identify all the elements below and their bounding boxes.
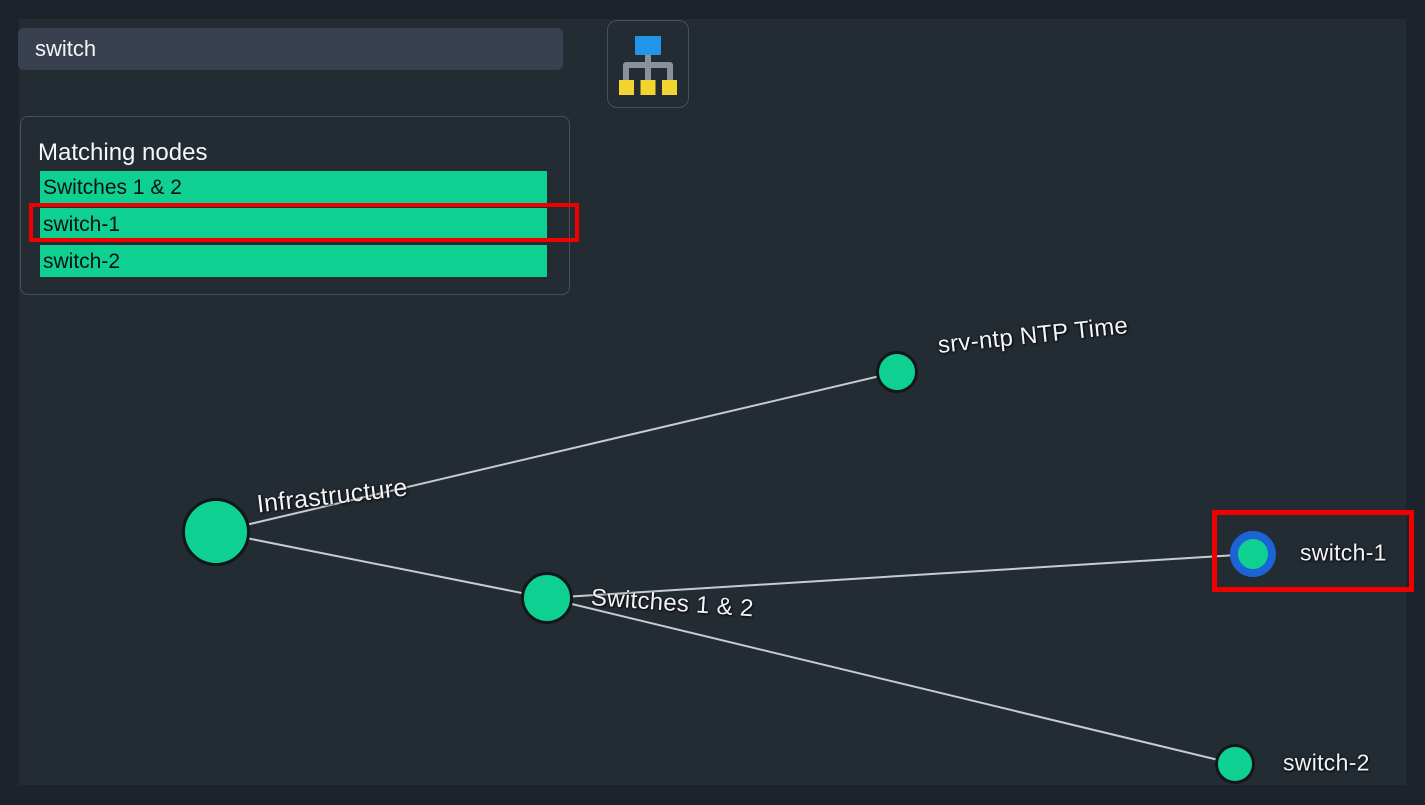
node-search-input[interactable] — [18, 28, 563, 70]
node-label-switch-1: switch-1 — [1300, 539, 1387, 566]
node-label-switch-2: switch-2 — [1283, 749, 1370, 776]
matching-nodes-panel: Matching nodes Switches 1 & 2 switch-1 swi… — [20, 116, 570, 295]
graph-node-switch-1[interactable] — [1230, 531, 1276, 577]
node-label-switches-1-2: Switches 1 & 2 — [590, 584, 755, 623]
hierarchy-layout-button[interactable] — [607, 20, 689, 108]
matching-node-item-switch-2[interactable]: switch-2 — [40, 245, 547, 277]
matching-nodes-title: Matching nodes — [38, 139, 208, 166]
graph-node-switches-1-2[interactable] — [521, 572, 573, 624]
matching-node-item-switch-1[interactable]: switch-1 — [40, 208, 547, 240]
graph-node-infrastructure[interactable] — [182, 498, 250, 566]
matching-nodes-list: Switches 1 & 2 switch-1 switch-2 — [38, 171, 569, 277]
graph-node-srv-ntp[interactable] — [876, 351, 918, 393]
graph-node-switch-2[interactable] — [1215, 744, 1255, 784]
matching-node-item-switches-1-2[interactable]: Switches 1 & 2 — [40, 171, 547, 203]
node-label-infrastructure: Infrastructure — [255, 473, 410, 519]
node-label-srv-ntp: srv-ntp NTP Time — [936, 312, 1130, 359]
hierarchy-icon — [619, 33, 677, 95]
